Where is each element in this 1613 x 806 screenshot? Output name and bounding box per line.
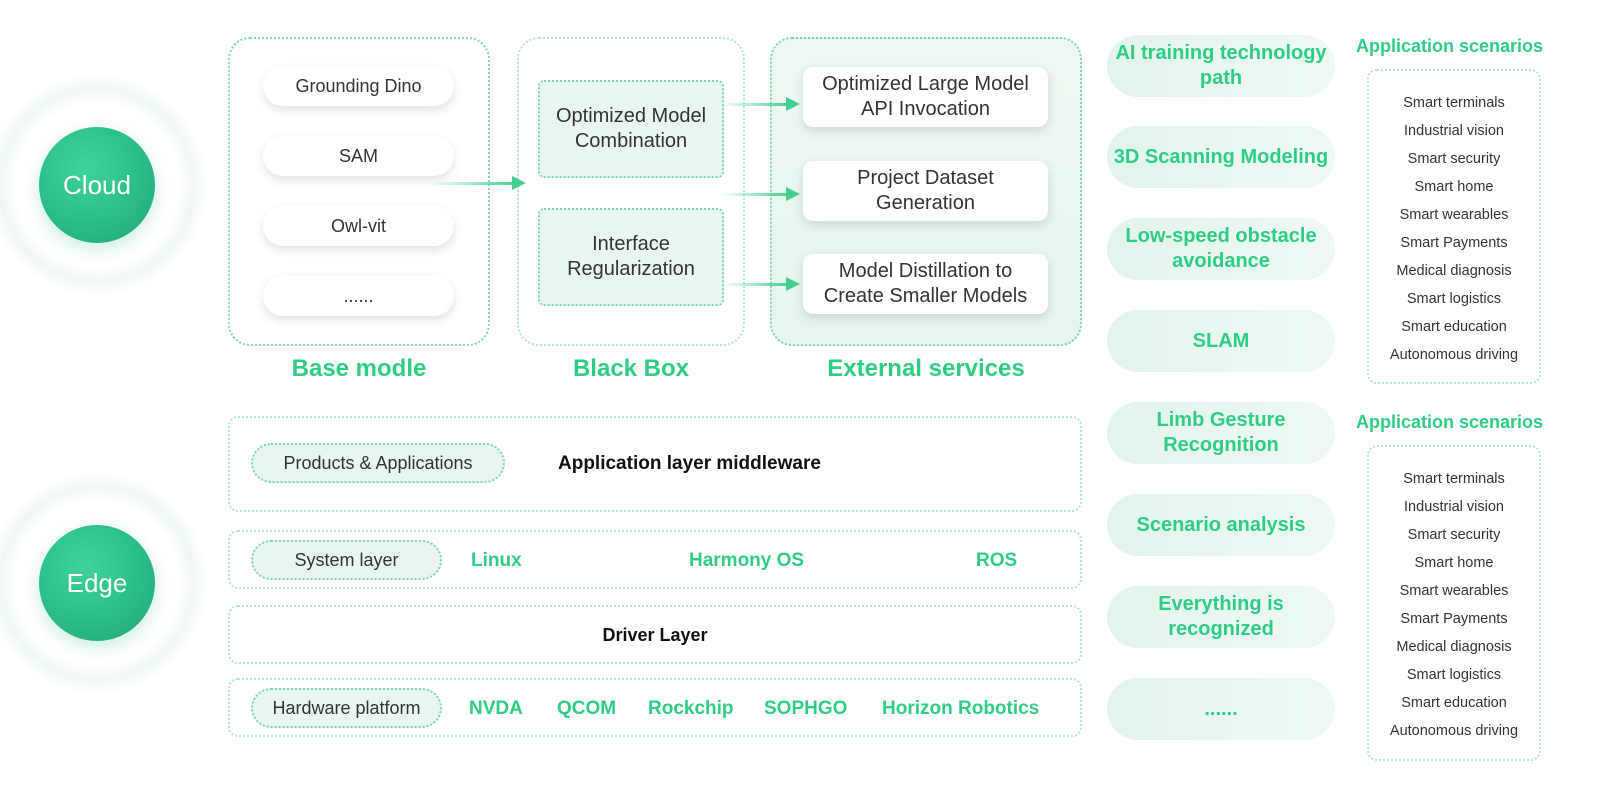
base-model-item: ......: [263, 276, 454, 316]
scenario-item: Smart logistics: [1406, 291, 1502, 307]
scenario-item: Autonomous driving: [1389, 723, 1519, 739]
base-model-caption: Base modle: [291, 355, 427, 382]
scenarios-title: Application scenarios: [1356, 36, 1544, 56]
arrow-icon: [722, 97, 800, 111]
tech-path-item: ......: [1107, 678, 1335, 740]
scenario-item: Smart security: [1407, 527, 1501, 543]
driver-layer: [228, 605, 1082, 664]
external-service-card: Optimized Large Model API Invocation: [803, 67, 1048, 127]
tech-path-item: Limb Gesture Recognition: [1107, 402, 1335, 464]
scenario-item: Autonomous driving: [1389, 347, 1519, 363]
hardware-item: Horizon Robotics: [882, 698, 1040, 719]
tech-path-item: Scenario analysis: [1107, 494, 1335, 556]
system-item: Harmony OS: [689, 550, 805, 571]
scenario-item: Medical diagnosis: [1396, 263, 1512, 279]
scenario-item: Smart terminals: [1403, 95, 1505, 111]
black-box-item: Optimized Model Combination: [538, 80, 724, 178]
scenarios-list: Smart terminals Industrial vision Smart …: [1367, 445, 1541, 761]
arrow-icon: [722, 277, 800, 291]
scenario-item: Smart Payments: [1400, 611, 1508, 627]
system-item: ROS: [976, 550, 1018, 571]
scenarios-title: Application scenarios: [1356, 412, 1544, 432]
layer-tag: System layer: [251, 540, 442, 580]
scenario-item: Medical diagnosis: [1396, 639, 1512, 655]
black-box-caption: Black Box: [572, 355, 690, 382]
scenario-item: Smart wearables: [1399, 207, 1509, 223]
edge-node: Edge: [39, 525, 155, 641]
scenario-item: Smart security: [1407, 151, 1501, 167]
base-model-item: Owl-vit: [263, 206, 454, 246]
scenario-item: Smart education: [1401, 695, 1507, 711]
cloud-node: Cloud: [39, 127, 155, 243]
system-item: Linux: [471, 550, 522, 571]
layer-tag: Products & Applications: [251, 443, 505, 483]
tech-path-item: 3D Scanning Modeling: [1107, 126, 1335, 188]
scenario-item: Smart logistics: [1406, 667, 1502, 683]
scenario-item: Industrial vision: [1404, 123, 1504, 139]
scenario-item: Smart terminals: [1403, 471, 1505, 487]
scenario-item: Smart education: [1401, 319, 1507, 335]
external-service-card: Model Distillation to Create Smaller Mod…: [803, 254, 1048, 314]
arrow-icon: [722, 187, 800, 201]
scenario-item: Industrial vision: [1404, 499, 1504, 515]
black-box-item: Interface Regularization: [538, 208, 724, 306]
tech-path-item: Low-speed obstacle avoidance: [1107, 218, 1335, 280]
tech-path-item: AI training technology path: [1107, 35, 1335, 97]
arrow-icon: [430, 176, 526, 190]
middleware-label: Application layer middleware: [558, 453, 821, 474]
scenarios-list: Smart terminals Industrial vision Smart …: [1367, 69, 1541, 384]
external-service-card: Project Dataset Generation: [803, 161, 1048, 221]
driver-layer-label: Driver Layer: [602, 625, 708, 645]
scenario-item: Smart Payments: [1400, 235, 1508, 251]
base-model-item: SAM: [263, 136, 454, 176]
hardware-item: NVDA: [469, 698, 523, 719]
hardware-item: Rockchip: [648, 698, 734, 719]
hardware-item: QCOM: [557, 698, 617, 719]
external-services-caption: External services: [827, 355, 1025, 382]
scenario-item: Smart home: [1414, 179, 1494, 195]
scenario-item: Smart home: [1414, 555, 1494, 571]
scenario-item: Smart wearables: [1399, 583, 1509, 599]
layer-tag: Hardware platform: [251, 688, 442, 728]
hardware-item: SOPHGO: [764, 698, 848, 719]
base-model-item: Grounding Dino: [263, 66, 454, 106]
tech-path-item: Everything is recognized: [1107, 586, 1335, 648]
tech-path-item: SLAM: [1107, 310, 1335, 372]
